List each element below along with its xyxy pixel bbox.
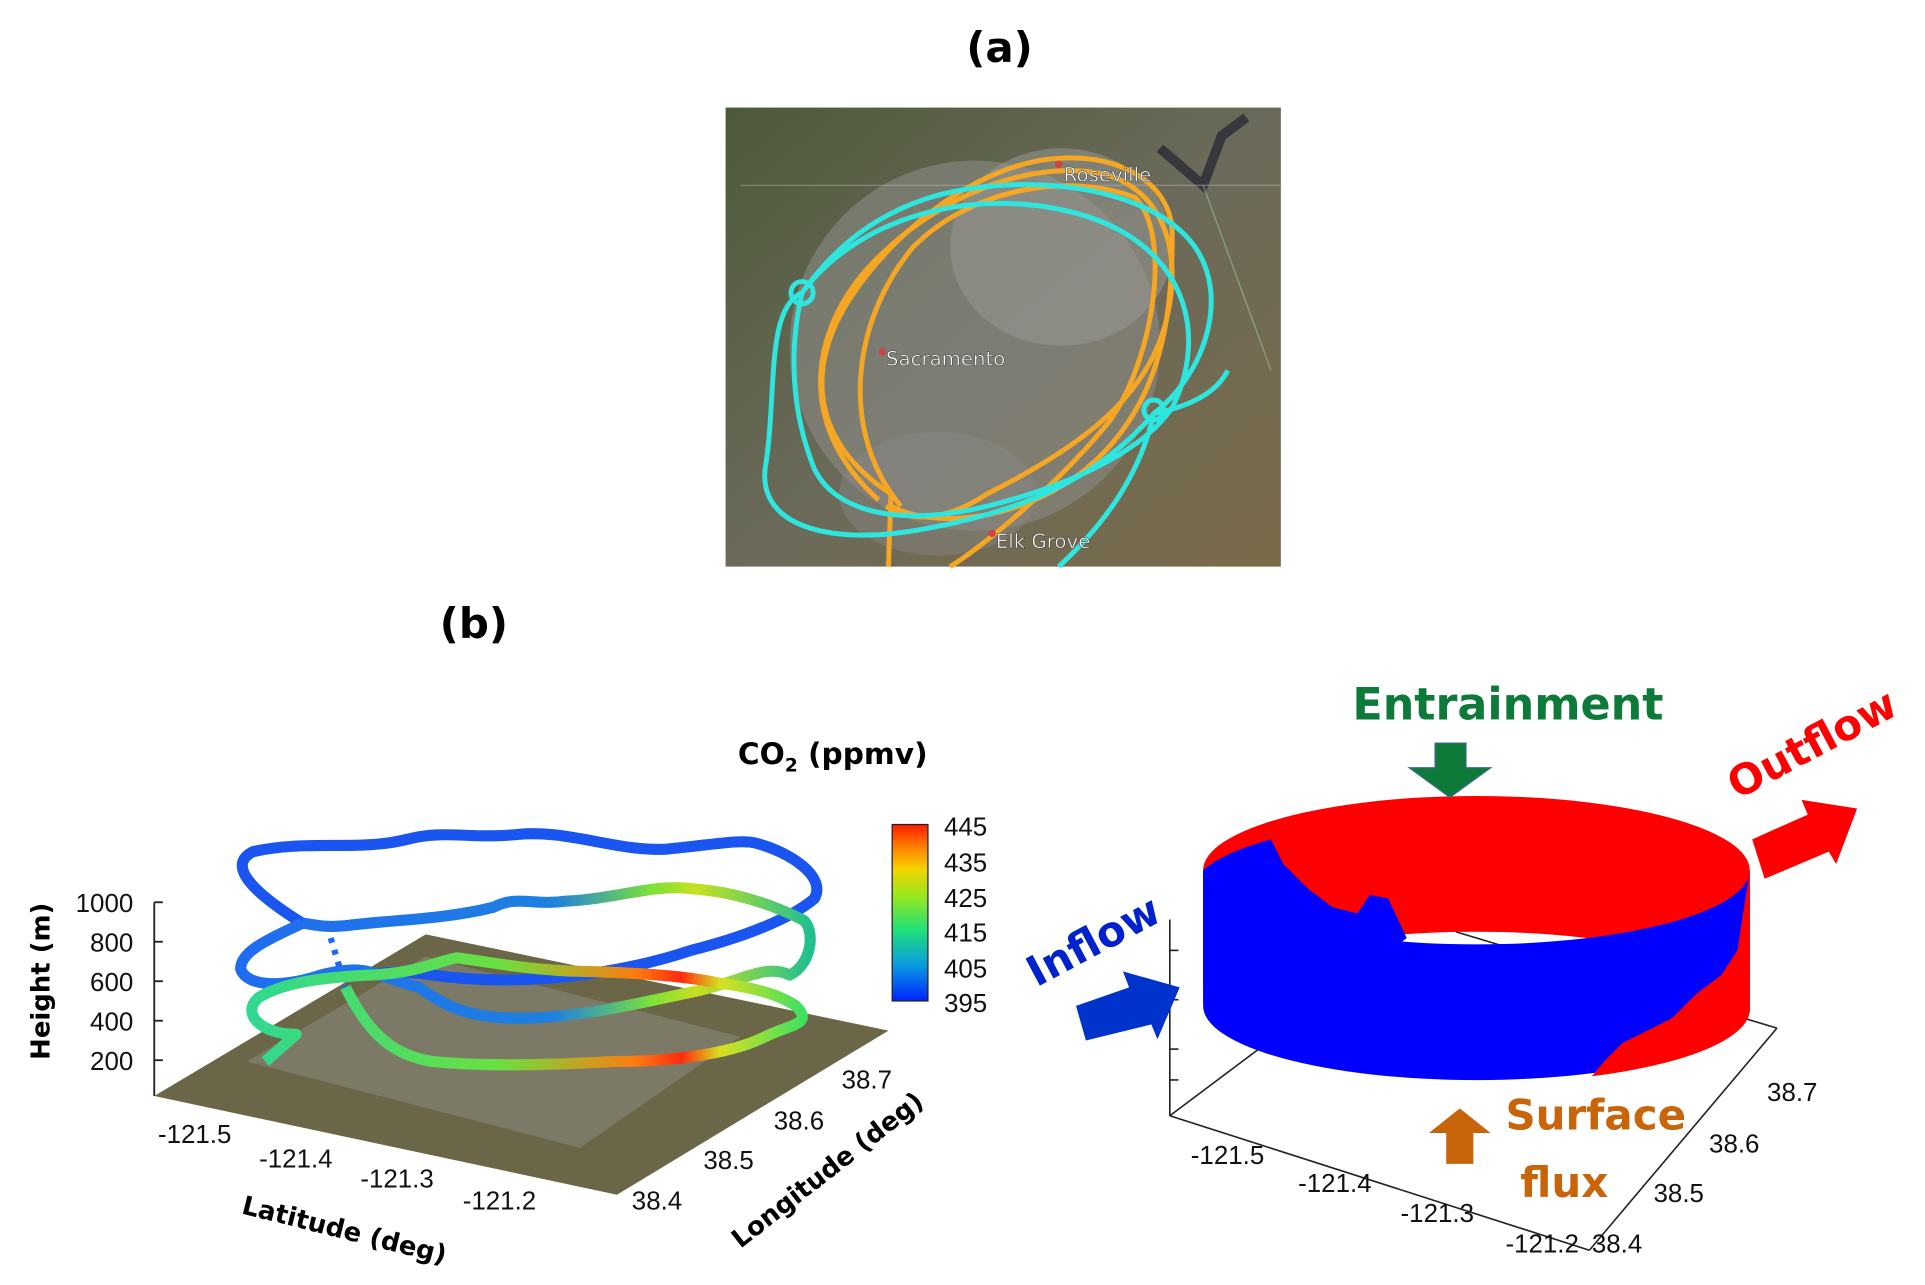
flux-label: flux xyxy=(1520,1158,1608,1207)
panel-a-label: (a) xyxy=(966,23,1033,72)
outflow-arrow-icon xyxy=(1752,799,1858,879)
y-tick: 38.4 xyxy=(632,1188,682,1216)
front-band-inflow xyxy=(1203,870,1750,1081)
svg-text:Roseville: Roseville xyxy=(1064,164,1152,187)
x-tick: -121.2 xyxy=(463,1188,536,1216)
height-tick: 1000 xyxy=(76,890,134,918)
box-model-schematic: Entrainment Outflow Inflow Surface flux … xyxy=(1018,679,1905,1259)
back-wall-outflow xyxy=(1203,795,1750,1006)
satellite-map: Roseville Sacramento Elk Grove xyxy=(725,107,1281,569)
y-tick: 38.6 xyxy=(1709,1131,1759,1159)
height-axis-label: Height (m) xyxy=(26,903,56,1060)
x-tick: -121.5 xyxy=(1191,1142,1264,1170)
co2-3d-plot: 1000 800 600 400 200 Height (m) CO2 (ppm… xyxy=(26,737,987,1271)
map-label-roseville: Roseville xyxy=(1055,160,1152,187)
outflow-label: Outflow xyxy=(1719,679,1905,809)
y-tick: 38.6 xyxy=(774,1107,824,1135)
x-tick: -121.3 xyxy=(360,1165,433,1193)
svg-text:Sacramento: Sacramento xyxy=(886,347,1005,370)
surface-flux-arrow-icon xyxy=(1428,1108,1491,1164)
colorbar-title: CO2 (ppmv) xyxy=(738,737,928,776)
map-label-sacramento: Sacramento xyxy=(878,347,1006,371)
surface-label: Surface xyxy=(1505,1090,1686,1139)
map-label-elk-grove: Elk Grove xyxy=(988,529,1091,553)
height-tick: 400 xyxy=(90,1009,133,1037)
svg-text:Elk Grove: Elk Grove xyxy=(996,530,1091,553)
y-tick: 38.7 xyxy=(1767,1079,1817,1107)
y-axis-label: Longitude (deg) xyxy=(726,1087,929,1255)
x-tick: -121.5 xyxy=(158,1121,231,1149)
y-tick: 38.5 xyxy=(703,1147,753,1175)
front-band-outflow-patch xyxy=(1591,870,1751,1077)
x-tick: -121.3 xyxy=(1401,1200,1474,1228)
height-tick: 800 xyxy=(90,930,133,958)
y-tick: 38.7 xyxy=(842,1067,892,1095)
x-tick: -121.2 xyxy=(1505,1231,1578,1259)
entrainment-label: Entrainment xyxy=(1352,680,1663,731)
x-tick: -121.4 xyxy=(1298,1170,1371,1198)
height-tick: 600 xyxy=(90,969,133,997)
colorbar-tick: 405 xyxy=(944,956,987,984)
entrainment-arrow-icon xyxy=(1407,742,1493,799)
height-tick: 200 xyxy=(90,1048,133,1076)
colorbar-tick: 425 xyxy=(944,885,987,913)
colorbar-tick: 445 xyxy=(944,814,987,842)
colorbar xyxy=(891,823,929,1002)
colorbar-tick: 435 xyxy=(944,849,987,877)
colorbar-tick: 415 xyxy=(944,920,987,948)
colorbar-tick: 395 xyxy=(944,990,987,1018)
axes-frame xyxy=(1169,919,1778,1251)
cyan-flight-track xyxy=(762,182,1231,569)
descent-segment xyxy=(327,937,349,989)
inflow-arrow-icon xyxy=(1076,971,1180,1041)
y-tick: 38.5 xyxy=(1654,1180,1704,1208)
y-tick: 38.4 xyxy=(1592,1231,1642,1259)
x-tick: -121.4 xyxy=(259,1146,332,1174)
flight-loop-bottom xyxy=(246,952,808,1071)
panel-b-label: (b) xyxy=(440,599,508,648)
x-axis-label: Latitude (deg) xyxy=(239,1191,450,1271)
